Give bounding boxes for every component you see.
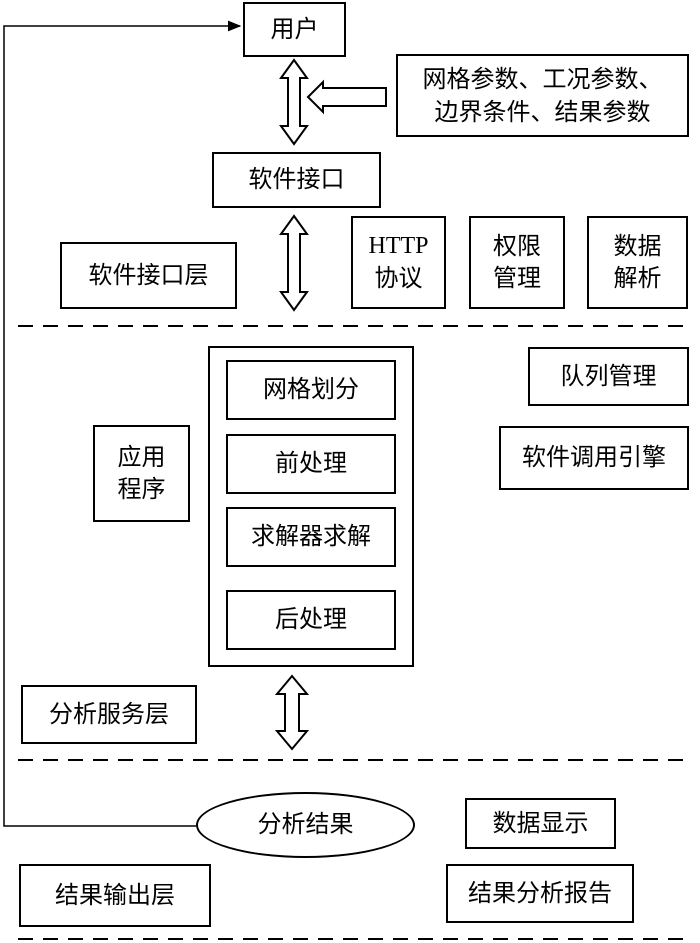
param-arrow	[306, 79, 387, 115]
double-arrow-app-results	[274, 674, 310, 751]
user-box: 用户	[243, 2, 346, 57]
data-parse-line-2: 解析	[613, 263, 662, 292]
parameter-line-2: 边界条件、结果参数	[434, 97, 651, 126]
queue-management-box: 队列管理	[528, 347, 689, 406]
application-line-1: 应用	[117, 443, 166, 472]
service-layer-label: 分析服务层	[21, 685, 197, 744]
permission-management-box: 权限 管理	[469, 216, 565, 309]
output-layer-label: 结果输出层	[19, 864, 211, 927]
double-arrow-interface-app	[279, 214, 309, 312]
feedback-line	[3, 20, 242, 827]
permission-line-2: 管理	[493, 263, 541, 292]
pipeline-step-solver: 求解器求解	[226, 507, 396, 567]
data-parsing-box: 数据 解析	[587, 216, 688, 309]
http-protocol-box: HTTP 协议	[351, 216, 446, 309]
protocol-label: 协议	[374, 263, 423, 292]
data-parse-line-1: 数据	[613, 232, 662, 261]
application-line-2: 程序	[117, 474, 166, 503]
data-display-box: 数据显示	[465, 798, 616, 849]
analysis-result-ellipse: 分析结果	[196, 792, 415, 858]
interface-layer-label: 软件接口层	[60, 242, 237, 309]
parameter-box: 网格参数、工况参数、 边界条件、结果参数	[396, 54, 689, 137]
permission-line-1: 权限	[493, 232, 541, 261]
parameter-line-1: 网格参数、工况参数、	[422, 65, 663, 94]
pipeline-step-postprocess: 后处理	[226, 590, 396, 650]
http-label: HTTP	[368, 233, 429, 260]
software-engine-box: 软件调用引擎	[499, 426, 689, 490]
application-box: 应用 程序	[93, 425, 190, 522]
double-arrow-user-interface	[279, 58, 309, 146]
result-report-box: 结果分析报告	[446, 864, 634, 923]
software-interface-box: 软件接口	[212, 152, 381, 208]
pipeline-step-mesh: 网格划分	[226, 360, 396, 420]
pipeline-step-preprocess: 前处理	[226, 434, 396, 494]
